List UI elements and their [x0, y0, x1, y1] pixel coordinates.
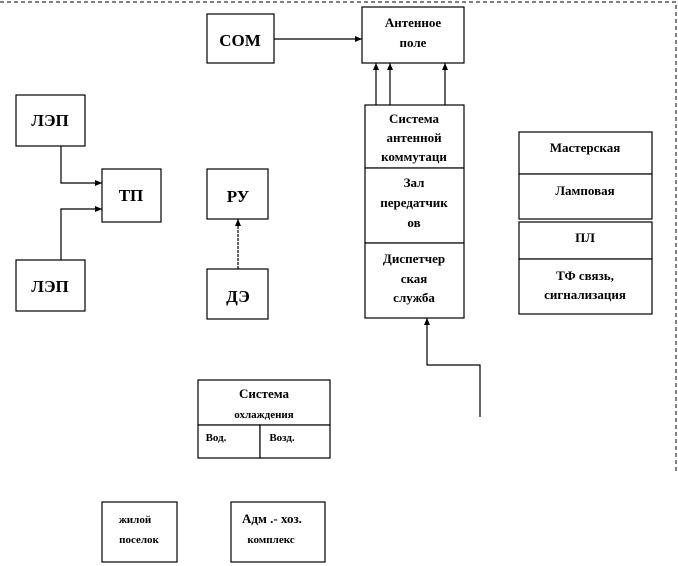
block-frame [101, 168, 162, 223]
block-label: СОМ [219, 31, 261, 50]
block-label: ПЛ [575, 230, 595, 245]
block-label: передатчик [380, 195, 448, 210]
block-frame [259, 424, 331, 459]
arrow-lep-top-tp [60, 146, 102, 186]
block-frame [518, 131, 653, 175]
block-label: ДЭ [226, 287, 250, 306]
block-frame [364, 104, 465, 169]
block-label: Зал [404, 175, 425, 190]
pl-block: ПЛ [518, 221, 653, 260]
block-frame [361, 6, 465, 64]
block-label: Система [239, 386, 290, 401]
block-label: Ламповая [555, 183, 614, 198]
village-block: жилой поселок [101, 501, 178, 563]
block-label: Диспетчер [383, 251, 445, 266]
lep-bottom-block: ЛЭП [15, 259, 86, 312]
block-frame [101, 501, 178, 563]
block-frame [230, 501, 326, 563]
workshop-block: Мастерская [518, 131, 653, 175]
transmitter-hall-block: Зал передатчик ов [364, 167, 465, 244]
block-frame [518, 258, 653, 315]
block-label: ЛЭП [31, 111, 68, 130]
block-label: Антенное [385, 15, 442, 30]
block-label: ТФ связь, [556, 268, 614, 283]
admin-block: Адм .- хоз. комплекс [230, 501, 326, 563]
block-label: ЛЭП [31, 277, 68, 296]
block-frame [15, 94, 86, 147]
block-label: охлаждения [234, 409, 293, 421]
block-frame [364, 242, 465, 319]
block-label: Вод. [206, 432, 227, 444]
block-label: Мастерская [550, 140, 621, 155]
block-label: комплекс [247, 534, 294, 546]
ru-block: РУ [206, 168, 269, 220]
block-label: служба [393, 290, 435, 305]
som-block: СОМ [206, 13, 275, 64]
block-label: поселок [119, 534, 159, 546]
block-frame [197, 379, 331, 426]
antenna-switching-block: Система антенной коммутаци [364, 104, 465, 169]
arrow-into-dispatch [424, 318, 481, 417]
block-label: Возд. [269, 432, 295, 444]
block-frame [15, 259, 86, 312]
block-label: Адм .- хоз. [242, 511, 302, 526]
block-label: Система [389, 111, 440, 126]
tp-block: ТП [101, 168, 162, 223]
dispatch-block: Диспетчер ская служба [364, 242, 465, 319]
block-frame [518, 173, 653, 220]
block-frame [206, 168, 269, 220]
block-label: сигнализация [544, 287, 626, 302]
block-label: ТП [119, 186, 144, 205]
block-label: ская [401, 271, 428, 286]
site-boundary [0, 1, 677, 472]
block-label: жилой [119, 514, 152, 526]
tf-block: ТФ связь, сигнализация [518, 258, 653, 315]
arrow-lep-bottom-tp [60, 206, 102, 260]
lamp-room-block: Ламповая [518, 173, 653, 220]
block-label: РУ [227, 187, 250, 206]
de-block: ДЭ [206, 268, 269, 320]
block-frame [518, 221, 653, 260]
cooling-block: Система охлаждения Вод. Возд. [197, 379, 331, 459]
block-label: антенной [386, 130, 442, 145]
block-frame [206, 268, 269, 320]
block-label: поле [400, 35, 427, 50]
lep-top-block: ЛЭП [15, 94, 86, 147]
block-frame [364, 167, 465, 244]
block-label: коммутаци [381, 149, 447, 164]
block-label: ов [407, 215, 420, 230]
antenna-field-block: Антенное поле [361, 6, 465, 64]
